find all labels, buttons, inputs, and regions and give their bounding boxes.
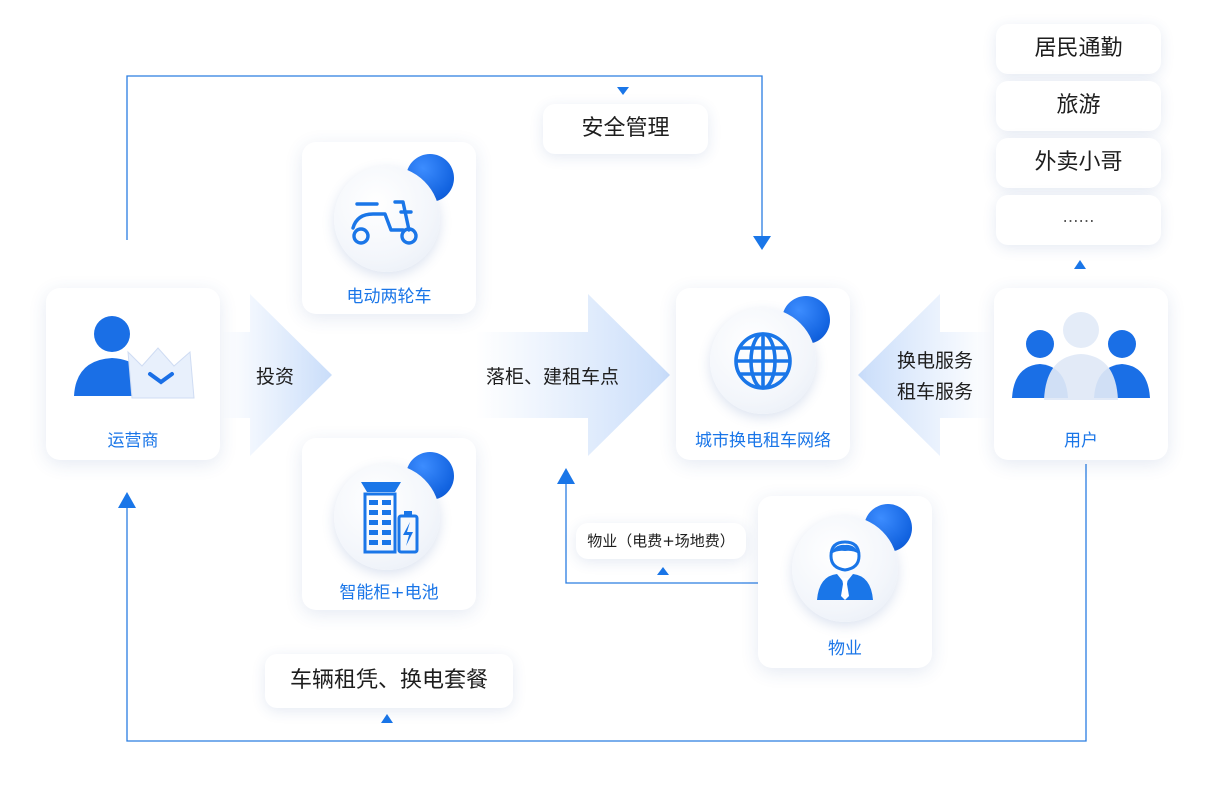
rental-service-text: 租车服务 (897, 381, 974, 403)
property-arrow-head (557, 468, 575, 484)
electric-scooter-icon (351, 200, 418, 245)
property-manager-icon (817, 540, 873, 600)
ebike-label: 电动两轮车 (346, 287, 432, 307)
ebike-card: 电动两轮车 (302, 142, 476, 314)
operator-crown-icon (74, 316, 195, 399)
safety-line (126, 75, 763, 240)
cabinet-card: 智能柜+电池 (302, 438, 476, 610)
services-flow-arrow (858, 294, 992, 456)
rental-marker-arrow (381, 714, 393, 723)
safety-arrow-head (753, 236, 771, 250)
network-card: 城市换电租车网络 (676, 288, 850, 460)
operator-label: 运营商 (107, 431, 159, 451)
operator-card: 运营商 (46, 288, 220, 460)
invest-flow-arrow (222, 294, 332, 456)
property-label: 物业 (828, 639, 862, 659)
property-fee-pill: 物业（电费+场地费） (576, 523, 746, 559)
user-label: 用户 (1064, 431, 1098, 451)
user-type-commute: 居民通勤 (996, 24, 1161, 74)
deploy-text: 落柜、建租车点 (486, 366, 620, 388)
user-type-label: 居民通勤 (1034, 36, 1123, 61)
user-type-delivery: 外卖小哥 (996, 138, 1161, 188)
user-type-travel: 旅游 (996, 81, 1161, 131)
user-type-label: 旅游 (1056, 93, 1101, 118)
safety-marker-arrow (617, 87, 629, 95)
battery-cabinet-icon (361, 482, 419, 554)
user-group-icon (1012, 312, 1150, 400)
user-type-label: …… (1062, 207, 1095, 226)
globe-icon (734, 332, 792, 390)
fee-marker-arrow (657, 567, 669, 575)
safety-management-text: 安全管理 (581, 116, 670, 141)
users-marker-arrow (1074, 260, 1086, 269)
user-type-label: 外卖小哥 (1034, 150, 1123, 175)
swap-service-text: 换电服务 (897, 350, 974, 372)
safety-management-pill: 安全管理 (543, 104, 708, 154)
cabinet-label: 智能柜+电池 (339, 583, 439, 603)
user-card: 用户 (994, 288, 1168, 460)
property-card: 物业 (758, 496, 932, 668)
invest-text: 投资 (256, 366, 295, 388)
rental-package-text: 车辆租凭、换电套餐 (289, 668, 488, 693)
property-fee-text: 物业（电费+场地费） (587, 532, 735, 550)
rental-package-pill: 车辆租凭、换电套餐 (265, 654, 513, 708)
network-label: 城市换电租车网络 (695, 431, 831, 451)
rental-arrow-head (118, 492, 136, 508)
rental-line (126, 464, 1087, 742)
deploy-flow-arrow (476, 294, 670, 456)
property-line (565, 482, 760, 584)
user-type-more: …… (996, 195, 1161, 245)
